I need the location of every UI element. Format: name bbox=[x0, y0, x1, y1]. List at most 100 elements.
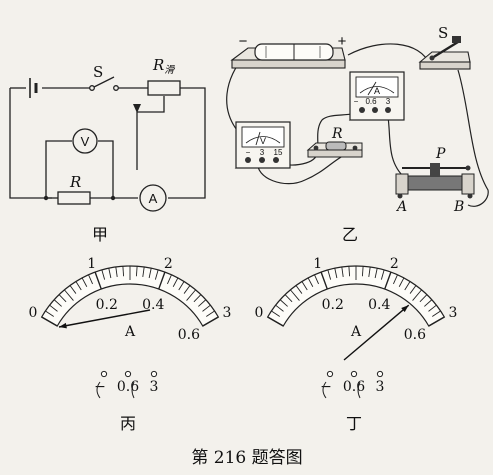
voltmeter-letter: V bbox=[260, 136, 266, 146]
terminal-post bbox=[326, 370, 334, 378]
rheostat-terminal-b bbox=[467, 193, 473, 199]
figure-caption: 第 216 题答图 bbox=[191, 448, 302, 468]
resistor-label-b: R bbox=[331, 126, 343, 142]
terminal-label: 3 bbox=[150, 379, 159, 395]
switch-terminal bbox=[429, 55, 435, 61]
scale-tick bbox=[108, 268, 112, 279]
rheostat-terminal-top bbox=[465, 165, 471, 171]
scale-label-bottom: 0.2 bbox=[322, 297, 344, 313]
scale-band bbox=[40, 265, 220, 327]
ammeter-terminal-label: − bbox=[354, 97, 359, 106]
scale-tick bbox=[284, 294, 293, 303]
wire-right bbox=[168, 87, 206, 199]
scale-tick bbox=[53, 299, 62, 307]
scale-tick bbox=[183, 285, 191, 294]
voltmeter-symbol-label: V bbox=[81, 134, 90, 149]
end-a-label: A bbox=[395, 199, 407, 215]
terminal-label: − bbox=[320, 379, 332, 395]
scale-tick bbox=[49, 304, 58, 312]
ammeter-dial bbox=[355, 76, 399, 98]
resistor-terminal bbox=[352, 145, 358, 151]
scale-tick bbox=[148, 268, 152, 279]
terminal-label: 3 bbox=[376, 379, 385, 395]
scale-tick bbox=[178, 281, 185, 291]
terminal-label: 0.6 bbox=[343, 379, 365, 395]
voltmeter-physical bbox=[234, 121, 291, 169]
circuit-diagram-b: − + S A − 0.6 3 bbox=[226, 24, 489, 244]
needle bbox=[343, 304, 410, 361]
scale-tick bbox=[267, 316, 284, 327]
scale-label-bottom: 0.4 bbox=[142, 297, 164, 313]
rheostat-physical bbox=[395, 163, 475, 199]
scale-label-top: 3 bbox=[449, 305, 458, 321]
rheostat-slider bbox=[430, 163, 440, 177]
wire-switch-rheostat bbox=[457, 69, 489, 207]
scale-tick bbox=[428, 316, 445, 327]
terminal-label: 0.6 bbox=[117, 379, 139, 395]
voltmeter-terminal-label: 15 bbox=[274, 148, 283, 157]
scale-tick bbox=[275, 304, 284, 312]
scale-tick bbox=[101, 269, 106, 280]
scale-tick bbox=[186, 289, 196, 301]
switch-blade bbox=[93, 76, 115, 88]
scale-tick bbox=[279, 299, 288, 307]
ammeter-symbol bbox=[139, 184, 167, 212]
battery-positive-label: + bbox=[338, 33, 347, 50]
voltmeter-terminal-label: 3 bbox=[260, 148, 265, 157]
scale-tick bbox=[41, 316, 58, 327]
scale-tick bbox=[172, 277, 179, 287]
resistor-base-front bbox=[307, 149, 363, 158]
needle-tip bbox=[58, 322, 67, 329]
scale-tick bbox=[307, 277, 314, 287]
wire-hook bbox=[357, 381, 361, 399]
scale-tick bbox=[154, 269, 159, 280]
rheostat-slider-wire bbox=[136, 96, 165, 170]
scale-tick bbox=[88, 274, 93, 285]
switch-blade bbox=[431, 40, 459, 60]
voltmeter-needle bbox=[255, 131, 261, 146]
scale-label-top: 3 bbox=[223, 305, 232, 321]
rheostat-coil bbox=[407, 175, 463, 191]
switch-contact bbox=[113, 85, 119, 91]
scale-tick bbox=[193, 294, 202, 303]
switch-base-front bbox=[419, 61, 471, 70]
scale-tick bbox=[368, 266, 371, 277]
unit-label: A bbox=[350, 324, 362, 340]
voltmeter-terminal-label: − bbox=[246, 148, 251, 157]
scale-tick bbox=[393, 274, 398, 285]
scale-tick bbox=[424, 299, 433, 307]
meter-caption: 丙 bbox=[120, 414, 136, 433]
scale-label-bottom: 0.4 bbox=[368, 297, 390, 313]
wire-voltmeter-right bbox=[98, 140, 114, 198]
voltmeter-symbol bbox=[72, 128, 98, 154]
scale-tick bbox=[348, 266, 351, 277]
ammeter-terminal-neg bbox=[359, 107, 365, 113]
scale-tick bbox=[198, 299, 207, 307]
scale-tick bbox=[135, 266, 138, 277]
ammeter-terminal-3 bbox=[385, 107, 391, 113]
scale-tick bbox=[295, 285, 303, 294]
rheostat-label: R滑 bbox=[152, 56, 175, 76]
scale-tick bbox=[327, 269, 332, 280]
terminal-post bbox=[376, 370, 384, 378]
scale-tick bbox=[202, 304, 211, 312]
resistor-body bbox=[325, 141, 347, 151]
scale-tick bbox=[271, 310, 280, 317]
scale-band bbox=[266, 265, 446, 327]
scale-tick bbox=[341, 266, 344, 277]
scale-tick bbox=[64, 289, 74, 301]
resistor-terminal bbox=[313, 145, 319, 151]
scale-tick bbox=[384, 271, 392, 290]
scale-tick bbox=[428, 304, 437, 312]
scale-tick bbox=[167, 274, 172, 285]
scale-label-top: 0 bbox=[255, 305, 264, 321]
scale-tick bbox=[334, 268, 338, 279]
rheostat-terminal-a bbox=[397, 193, 403, 199]
scale-tick bbox=[69, 285, 77, 294]
scale-tick bbox=[374, 268, 378, 279]
scale-label-bottom: 0.6 bbox=[404, 327, 426, 343]
wire-hook bbox=[131, 381, 135, 399]
